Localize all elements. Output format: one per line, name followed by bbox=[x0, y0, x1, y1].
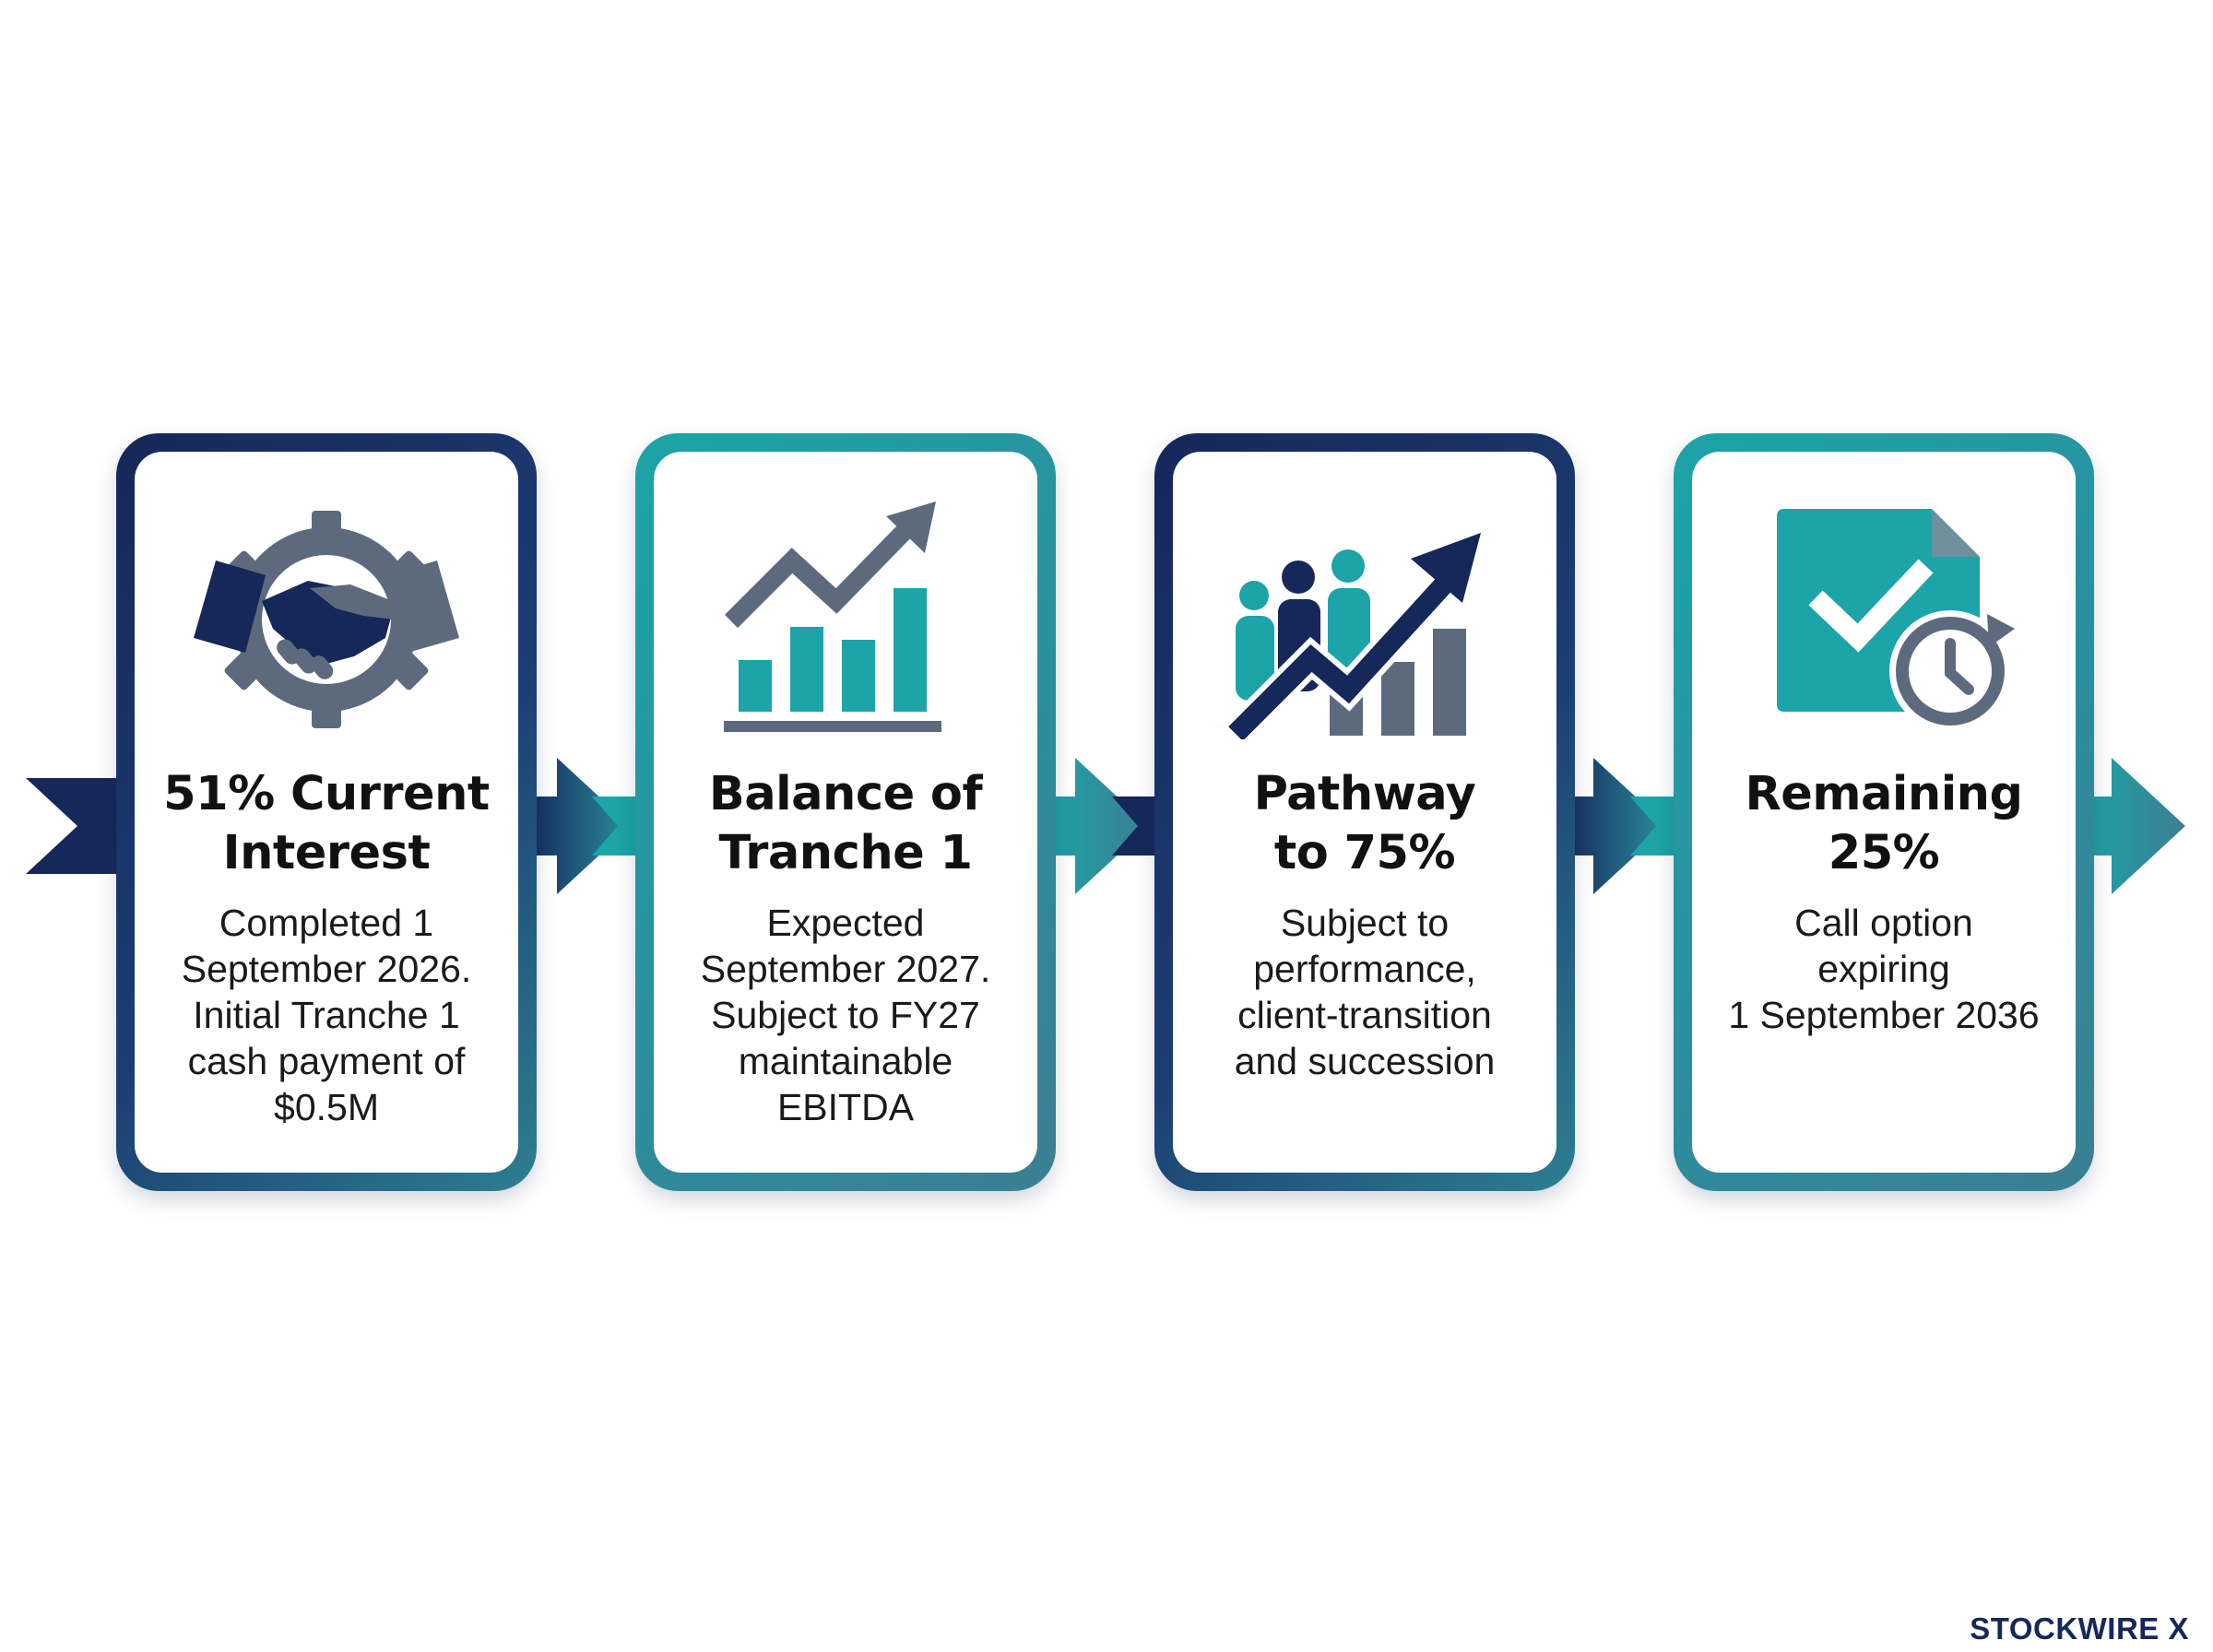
step-card-2-inner: Balance of Tranche 1 Expected September … bbox=[654, 452, 1037, 1173]
flow-arrow-1 bbox=[526, 758, 631, 894]
step-card-3: Pathway to 75% Subject to performance, c… bbox=[1154, 433, 1575, 1191]
step-title: 51% Current Interest bbox=[163, 767, 490, 880]
step-card-4: Remaining 25% Call option expiring 1 Sep… bbox=[1674, 433, 2094, 1191]
flow-arrow-2-lead bbox=[1112, 796, 1156, 856]
flow-arrow-end bbox=[2080, 758, 2185, 894]
step-card-2: Balance of Tranche 1 Expected September … bbox=[635, 433, 1056, 1191]
step-card-1: 51% Current Interest Completed 1 Septemb… bbox=[116, 433, 537, 1191]
step-card-3-inner: Pathway to 75% Subject to performance, c… bbox=[1173, 452, 1556, 1173]
brand-logo: STOCKWIRE X bbox=[1970, 1611, 2189, 1646]
step-description: Subject to performance, client-transitio… bbox=[1234, 902, 1496, 1082]
step-description: Call option expiring 1 September 2036 bbox=[1728, 902, 2040, 1036]
flow-arrow-2 bbox=[1044, 758, 1149, 894]
flow-arrow-3-lead bbox=[1630, 796, 1675, 856]
growth-bar-chart-icon bbox=[724, 502, 941, 732]
flow-ribbon-tail bbox=[26, 778, 138, 874]
step-card-1-inner: 51% Current Interest Completed 1 Septemb… bbox=[135, 452, 518, 1173]
flow-arrow-1-lead bbox=[592, 796, 636, 856]
step-card-4-inner: Remaining 25% Call option expiring 1 Sep… bbox=[1692, 452, 2076, 1173]
step-title: Balance of Tranche 1 bbox=[708, 767, 983, 880]
handshake-gear-icon bbox=[194, 511, 459, 728]
step-description: Completed 1 September 2026. Initial Tran… bbox=[181, 902, 472, 1128]
flow-arrow-3 bbox=[1562, 758, 1667, 894]
people-growth-arrow-icon bbox=[1226, 533, 1481, 739]
step-title: Remaining 25% bbox=[1745, 767, 2023, 880]
step-title: Pathway to 75% bbox=[1253, 767, 1476, 880]
step-description: Expected September 2027. Subject to FY27… bbox=[700, 902, 991, 1128]
document-check-clock-icon bbox=[1777, 509, 2015, 732]
